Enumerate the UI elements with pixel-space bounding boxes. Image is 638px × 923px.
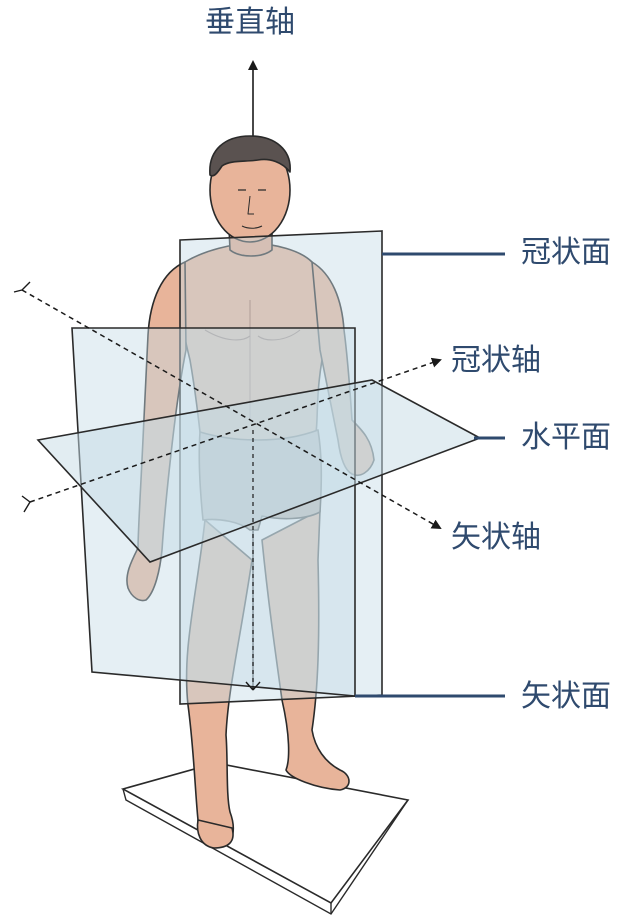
coronal-axis [21,357,442,513]
horizontal-plane-label: 水平面 [521,420,611,455]
sagittal-axis-label: 矢状轴 [451,520,541,555]
hair [209,135,291,177]
base-platform [120,762,410,915]
sagittal-plane-label: 矢状面 [521,679,611,714]
sagittal-axis [13,281,442,529]
left-foot [196,819,234,849]
vertical-axis-label: 垂直轴 [205,5,295,40]
coronal-axis-label: 冠状轴 [451,343,541,378]
coronal-plane-label: 冠状面 [521,235,611,270]
leader-lines [355,252,505,698]
right-leg [261,509,350,791]
